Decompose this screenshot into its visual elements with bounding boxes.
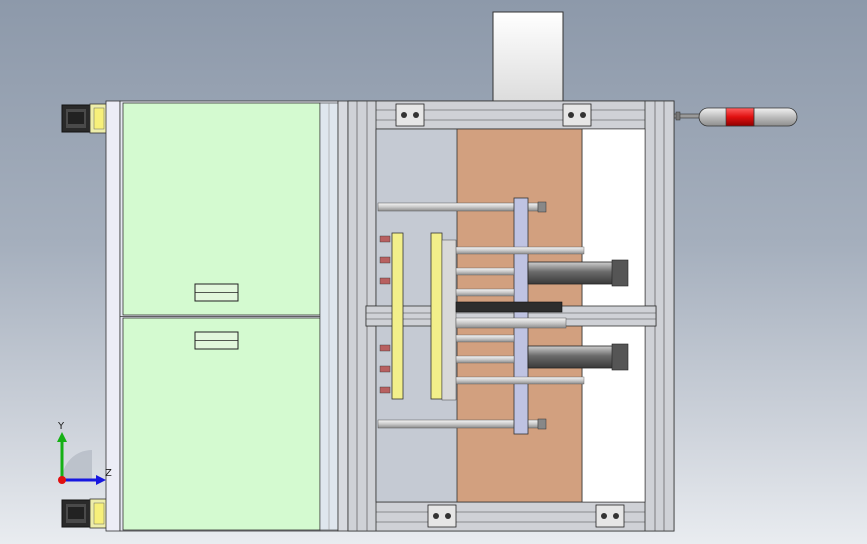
cabinet-door-upper — [122, 102, 321, 316]
caster-wheel-bottom[interactable] — [61, 498, 109, 529]
stack-light-red-segment — [725, 107, 755, 127]
frame-bracket — [395, 103, 425, 127]
triad-y-label: Y — [57, 421, 65, 432]
stack-light[interactable] — [671, 107, 798, 127]
frame-bracket — [427, 504, 457, 528]
pneumatic-cylinders[interactable] — [377, 197, 629, 435]
origin-marker — [58, 476, 66, 484]
cabinet-door-lower — [122, 317, 321, 531]
electrical-cabinet[interactable] — [105, 100, 339, 532]
aluminum-frame[interactable] — [337, 100, 675, 532]
frame-bracket — [595, 504, 625, 528]
door-handle-upper[interactable] — [194, 283, 239, 302]
triad-z-label: Z — [105, 468, 112, 479]
hopper[interactable] — [492, 11, 564, 103]
coordinate-triad: Y Z — [57, 421, 112, 485]
door-handle-lower[interactable] — [194, 331, 239, 350]
frame-bracket — [562, 103, 592, 127]
caster-wheel-top[interactable] — [61, 103, 109, 134]
